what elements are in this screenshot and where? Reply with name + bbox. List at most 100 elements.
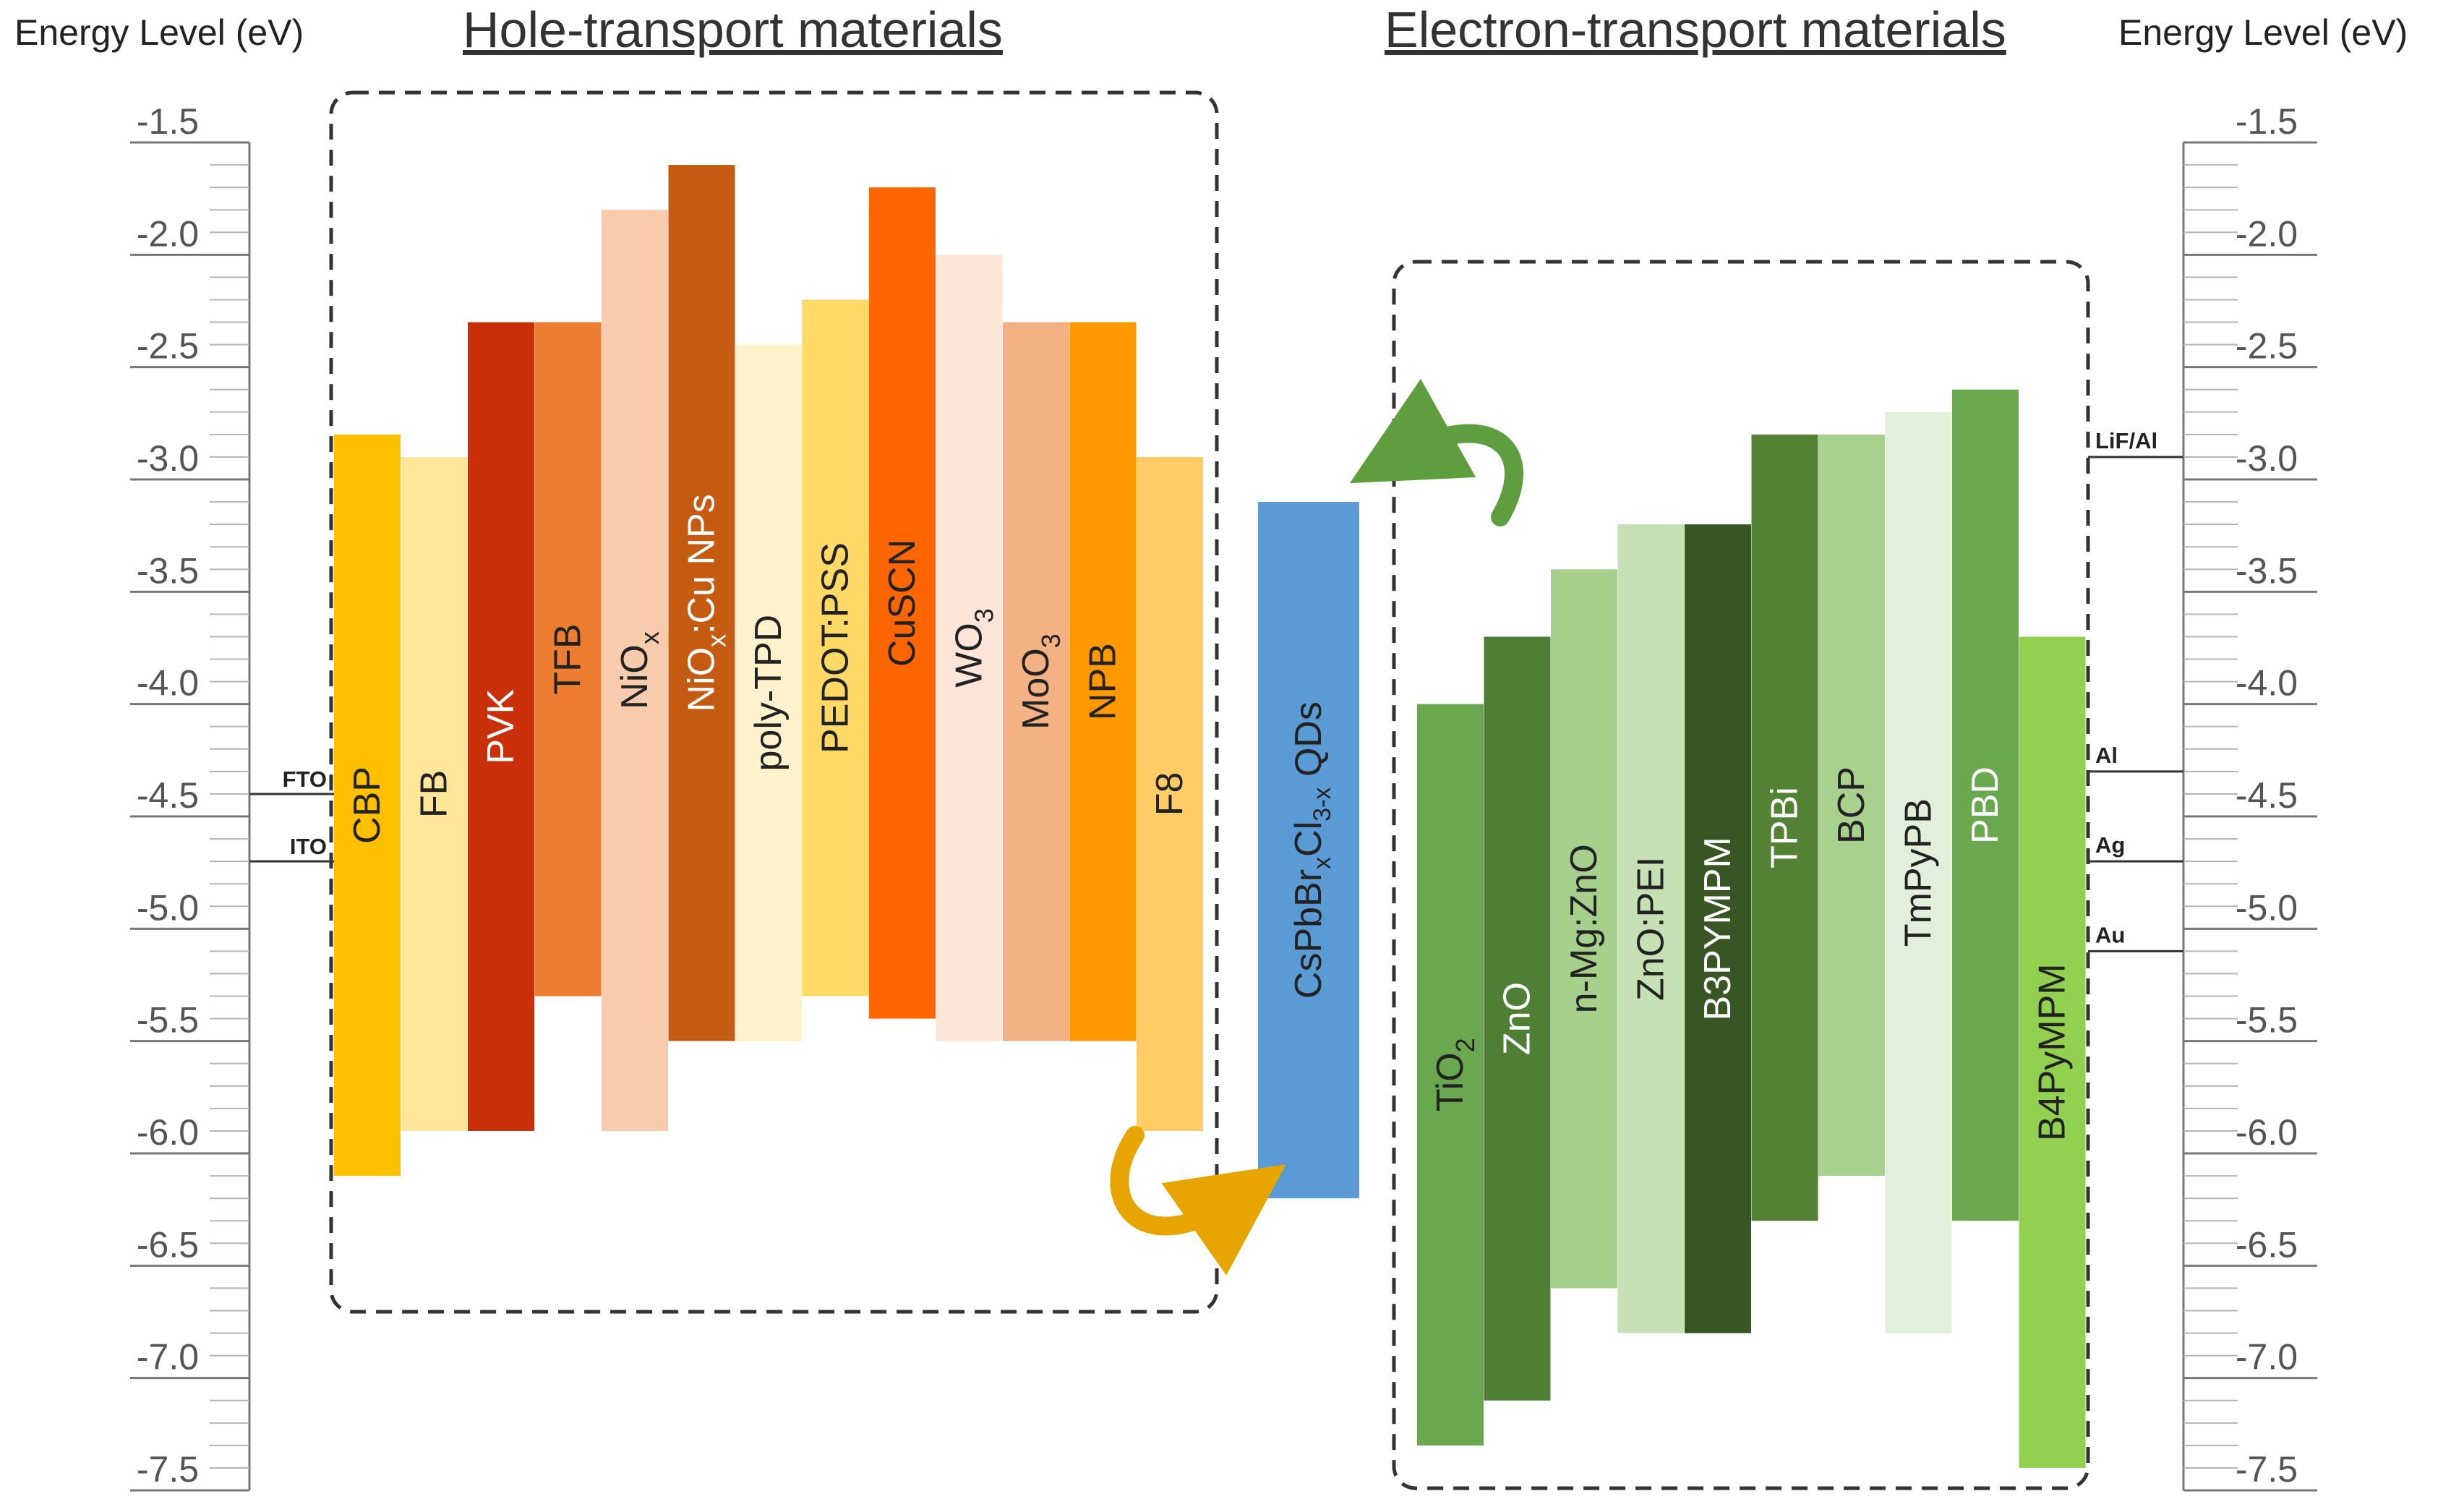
- htm-moo-label-text: MoO: [1015, 648, 1057, 730]
- htm-poly-tpd-label-text: poly-TPD: [748, 615, 790, 772]
- etm-bcp-label: BCP: [1831, 767, 1873, 844]
- htm-wo-label: WO3: [949, 608, 999, 688]
- etm-bars: TiO2 ZnO n-Mg:ZnO ZnO:PEI B3PYMPM TPBi BCP TmPy…: [1417, 389, 2086, 1468]
- htm-pvk-bar: [468, 322, 534, 1131]
- htm-nio-label-subscript: x: [635, 631, 664, 644]
- htm-wo-bar: [936, 255, 1003, 1041]
- right-tick-label: -3.5: [2236, 550, 2298, 591]
- htm-nio-bar: [602, 210, 668, 1131]
- qd-label-sub1: x: [1309, 857, 1336, 869]
- right-tick-label: -4.5: [2236, 775, 2298, 816]
- etm-tmpypb-bar: [1885, 411, 1952, 1333]
- htm-moo-bar: [1003, 322, 1069, 1041]
- etm-b3pympm-label-text: B3PYMPM: [1697, 837, 1739, 1020]
- htm-f8-label: F8: [1149, 772, 1191, 816]
- right-tick-label: -7.0: [2236, 1337, 2298, 1378]
- etm-b3pympm-bar: [1685, 524, 1751, 1333]
- htm-cuscn-label: CuSCN: [881, 539, 923, 667]
- right-tick-label: -4.0: [2236, 663, 2298, 704]
- qd-bar-group: CsPbBrxCl3-x QDs: [1258, 502, 1359, 1199]
- htm-nio-cu-nps-label-subscript: x: [702, 634, 732, 647]
- right-tick-label: -2.0: [2236, 213, 2298, 254]
- left-tick-label: -6.0: [137, 1112, 199, 1153]
- etm-b3pympm-label: B3PYMPM: [1697, 837, 1739, 1020]
- electron-injection-arrow: [1349, 378, 1523, 526]
- right-tick-label: -2.5: [2236, 326, 2298, 367]
- etm-tpbi-label-text: TPBi: [1764, 787, 1806, 868]
- htm-cbp-bar: [334, 434, 401, 1177]
- right-tick-label: -7.5: [2236, 1449, 2298, 1490]
- htm-tfb-bar: [534, 322, 602, 996]
- htm-nio-label-text: NiO: [614, 644, 656, 709]
- etm-zno-pei-label-text: ZnO:PEI: [1630, 857, 1672, 1001]
- etm-bcp-bar: [1818, 434, 1885, 1177]
- left-tick-label: -1.5: [137, 101, 199, 142]
- htm-tfb-label: TFB: [547, 623, 589, 694]
- qd-label-mid: Cl: [1288, 821, 1330, 857]
- left-tick-label: -4.5: [137, 775, 199, 816]
- htm-group-box: [329, 90, 1219, 1314]
- htm-npb-label: NPB: [1082, 643, 1124, 720]
- htm-nio-cu-nps-label: NiOx:Cu NPs: [681, 494, 732, 712]
- htm-cbp-label-text: CBP: [346, 767, 388, 844]
- htm-cbp-label: CBP: [346, 767, 388, 844]
- htm-f8-label-text: F8: [1149, 772, 1191, 816]
- htm-section-title: Hole-transport materials: [463, 1, 1003, 58]
- electrode-al-label: Al: [2095, 743, 2118, 768]
- etm-n-mg-zno-bar: [1551, 569, 1617, 1289]
- htm-cuscn-label-text: CuSCN: [881, 539, 923, 667]
- etm-tio-bar: [1417, 704, 1484, 1446]
- etm-tio-label-text: TiO: [1429, 1052, 1471, 1111]
- etm-zno-bar: [1484, 636, 1551, 1401]
- etm-group-box: [1392, 260, 2090, 1490]
- right-energy-axis: -1.5-2.0-2.5-3.0-3.5-4.0-4.5-5.0-5.5-6.0…: [2182, 101, 2317, 1492]
- etm-tio-label-subscript: 2: [1450, 1038, 1480, 1052]
- qd-label-label: CsPbBr: [1288, 869, 1330, 999]
- left-tick-label: -2.0: [137, 213, 199, 254]
- left-tick-label: -6.5: [137, 1224, 199, 1265]
- etm-tpbi-bar: [1751, 434, 1818, 1221]
- etm-pbd-label-text: PBD: [1964, 767, 2006, 844]
- htm-npb-label-text: NPB: [1082, 643, 1124, 720]
- left-tick-label: -5.0: [137, 887, 199, 928]
- qd-label-suffix: QDs: [1288, 701, 1330, 787]
- etm-zno-pei-label: ZnO:PEI: [1630, 857, 1672, 1001]
- htm-fb-bar: [401, 456, 468, 1131]
- electrode-ito-label: ITO: [290, 834, 327, 859]
- etm-b4pympm-label-text: B4PyMPM: [2032, 963, 2074, 1141]
- left-tick-label: -7.0: [137, 1337, 199, 1378]
- etm-pbd-bar: [1952, 389, 2019, 1221]
- htm-f8-bar: [1137, 456, 1203, 1131]
- htm-tfb-label-text: TFB: [547, 623, 589, 694]
- left-energy-axis: -1.5-2.0-2.5-3.0-3.5-4.0-4.5-5.0-5.5-6.0…: [130, 101, 251, 1492]
- htm-wo-label-text: WO: [949, 623, 991, 688]
- htm-pedot-pss-bar: [802, 299, 869, 996]
- htm-moo-label-subscript: 3: [1036, 633, 1066, 648]
- etm-zno-label: ZnO: [1497, 982, 1539, 1055]
- left-tick-label: -4.0: [137, 663, 199, 704]
- etm-tmpypb-label: TmPyPB: [1898, 798, 1940, 947]
- etm-n-mg-zno-label-text: n-Mg:ZnO: [1563, 844, 1605, 1013]
- htm-nio-cu-nps-bar: [668, 165, 735, 1041]
- qd-label: CsPbBrxCl3-x QDs: [1288, 701, 1336, 999]
- htm-nio-label: NiOx: [614, 631, 664, 709]
- etm-b4pympm-bar: [2019, 636, 2086, 1468]
- etm-b4pympm-label: B4PyMPM: [2032, 963, 2074, 1141]
- left-tick-label: -2.5: [137, 326, 199, 367]
- htm-fb-label: FB: [414, 770, 455, 818]
- htm-cuscn-bar: [869, 187, 936, 1019]
- qd-label-sub2: 3-x: [1309, 787, 1336, 821]
- left-axis-title: Energy Level (eV): [14, 12, 304, 53]
- qd-bar: [1258, 502, 1359, 1199]
- etm-tmpypb-label-text: TmPyPB: [1898, 798, 1940, 947]
- left-tick-label: -7.5: [137, 1449, 199, 1490]
- etm-zno-label-text: ZnO: [1497, 982, 1539, 1055]
- etm-n-mg-zno-label: n-Mg:ZnO: [1563, 844, 1605, 1013]
- right-tick-label: -5.0: [2236, 887, 2298, 928]
- htm-moo-label: MoO3: [1015, 633, 1066, 730]
- htm-poly-tpd-bar: [735, 344, 802, 1041]
- right-axis-title: Energy Level (eV): [2118, 12, 2408, 53]
- right-tick-label: -1.5: [2236, 101, 2298, 142]
